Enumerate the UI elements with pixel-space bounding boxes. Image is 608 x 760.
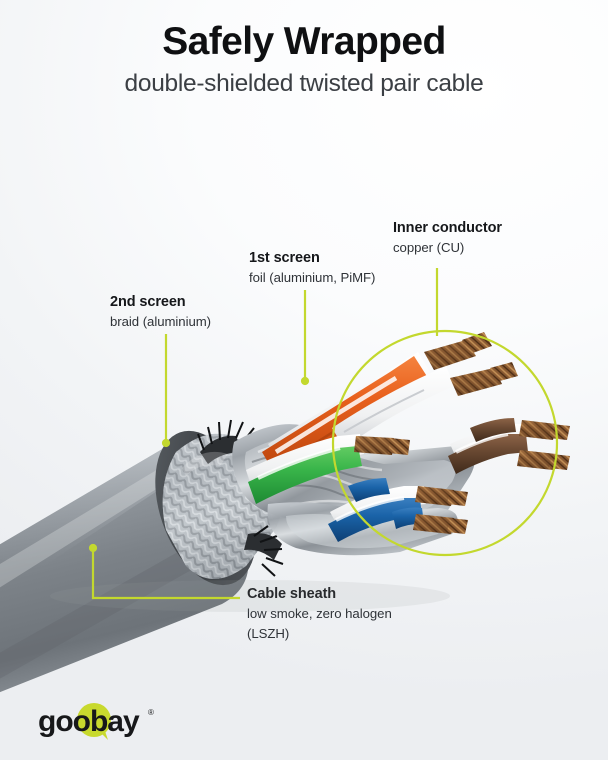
leader-cable-sheath [88,543,240,600]
goobay-logo: goobay ® [38,700,168,742]
leader-first-screen [300,290,310,386]
callout-first-screen-title: 1st screen [249,250,320,266]
goobay-logo-mark: goobay ® [38,703,154,740]
goobay-wordmark: goobay [38,705,140,738]
speech-bubble-icon [77,703,111,740]
twisted-pair-blue [328,478,468,542]
callout-cable-sheath-subtitle-line2: (LSZH) [247,625,290,641]
copper-conductors-blue [413,486,468,534]
registered-trademark-icon: ® [148,708,154,717]
callout-first-screen: 1st screen foil (aluminium, PiMF) [249,249,375,287]
callout-cable-sheath: Cable sheath low smoke, zero halogen (LS… [247,585,392,642]
braid-frayed-bottom [244,525,284,577]
callout-cable-sheath-subtitle-line1: low smoke, zero halogen [247,606,392,622]
braid-screen [162,419,284,579]
page-title: Safely Wrapped [162,20,446,63]
header: Safely Wrapped double-shielded twisted p… [0,20,608,98]
callout-inner-conductor-title: Inner conductor [393,220,502,236]
callout-second-screen-title: 2nd screen [110,294,186,310]
callout-inner-conductor: Inner conductor copper (CU) [393,219,502,257]
callout-first-screen-subtitle: foil (aluminium, PiMF) [249,270,376,286]
callout-cable-sheath-title: Cable sheath [247,586,337,602]
callout-second-screen-subtitle: braid (aluminium) [110,314,212,330]
page-subtitle: double-shielded twisted pair cable [124,69,484,97]
highlight-circle [331,329,559,557]
copper-conductors-green [354,436,410,455]
twisted-pair-brown [448,418,570,474]
copper-conductors-orange [424,332,518,396]
callout-inner-conductor-subtitle: copper (CU) [393,240,465,256]
leader-second-screen [161,334,171,448]
callout-second-screen: 2nd screen braid (aluminium) [110,293,211,331]
